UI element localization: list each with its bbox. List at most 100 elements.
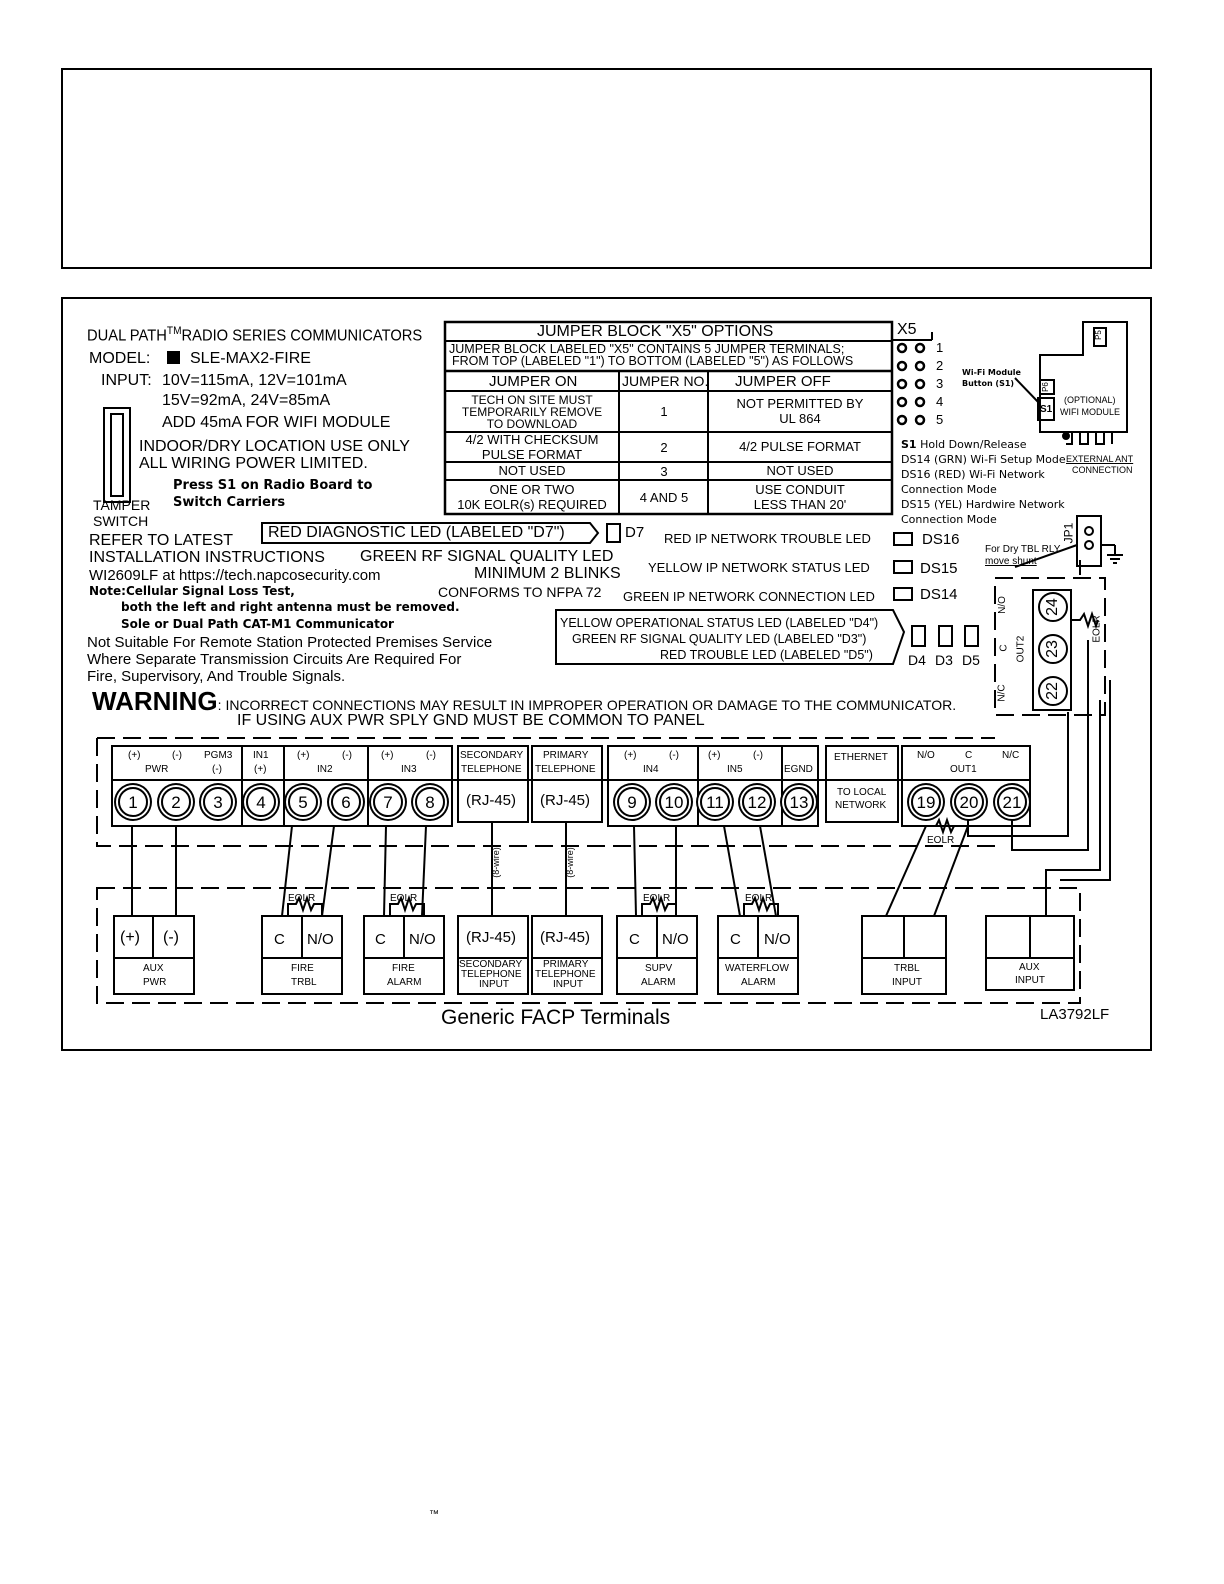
terminal-21[interactable]: 21	[997, 787, 1027, 817]
facp-fire-alarm-eolr: EOLR	[390, 893, 418, 904]
footer-tm: ™	[429, 1509, 439, 1520]
terminal-13[interactable]: 13	[784, 787, 814, 817]
terminal-header-name: IN5	[727, 764, 743, 775]
terminal-header-top: N/C	[1002, 750, 1020, 761]
press-s1-line2: Switch Carriers	[173, 495, 286, 510]
wifi-p6: P6	[1040, 382, 1050, 392]
terminal-header-top: (+)	[128, 750, 141, 761]
terminal-11[interactable]: 11	[700, 787, 730, 817]
facp-pri-tel-3: INPUT	[553, 979, 583, 990]
terminal-header-top: (-)	[426, 750, 436, 761]
tamper-label1: TAMPER	[93, 497, 151, 513]
terminal-7[interactable]: 7	[373, 787, 403, 817]
rj45-primary: (RJ-45)	[540, 792, 591, 809]
jumper-off-text: 4/2 PULSE FORMAT	[739, 439, 861, 454]
terminal-header-name: IN3	[401, 764, 417, 775]
terminal-20[interactable]: 20	[954, 787, 984, 817]
out1-eolr: EOLR	[927, 835, 955, 846]
terminal-header-top: (-)	[753, 750, 763, 761]
facp-supv-no: N/O	[662, 931, 689, 948]
facp-aux-input-2: INPUT	[1015, 975, 1045, 986]
facp-fire-alarm-c: C	[375, 931, 386, 948]
facp-supv-eolr: EOLR	[643, 893, 671, 904]
press-s1-line1: Press S1 on Radio Board to	[173, 478, 373, 493]
terminal-header-name: TELEPHONE	[461, 764, 522, 775]
jp1-label: JP1	[1061, 522, 1076, 544]
terminal-header-top: PGM3	[204, 750, 233, 761]
out2-terminal-22[interactable]: 22	[1038, 676, 1068, 706]
facp-aux-minus: (-)	[163, 929, 179, 946]
x5-label: X5	[897, 321, 917, 338]
jumper-intro1: JUMPER BLOCK LABELED "X5" CONTAINS 5 JUM…	[449, 342, 845, 356]
terminal-header-name: (-)	[212, 764, 222, 775]
facp-aux-plus: (+)	[120, 929, 140, 946]
jumper-intro2: FROM TOP (LABELED "1") TO BOTTOM (LABELE…	[452, 354, 854, 368]
terminal-header-top: (+)	[297, 750, 310, 761]
terminal-5[interactable]: 5	[288, 787, 318, 817]
green-ip-label: GREEN IP NETWORK CONNECTION LED	[623, 589, 875, 604]
terminal-4[interactable]: 4	[246, 787, 276, 817]
jumper-off-text: LESS THAN 20'	[753, 496, 847, 512]
terminal-header-name: TELEPHONE	[535, 764, 596, 775]
note-line3: Sole or Dual Path CAT-M1 Communicator	[121, 617, 394, 631]
jumper-on-text: PULSE FORMAT	[481, 446, 583, 462]
yellow-ip-label: YELLOW IP NETWORK STATUS LED	[648, 560, 870, 575]
terminal-6[interactable]: 6	[331, 787, 361, 817]
out2-terminal-24[interactable]: 24	[1038, 592, 1068, 622]
out2-c: C	[998, 644, 1010, 652]
terminal-12[interactable]: 12	[742, 787, 772, 817]
not-suitable-line2: Where Separate Transmission Circuits Are…	[87, 651, 462, 668]
wifi-s1-button[interactable]: S1	[1040, 404, 1053, 415]
model-name: SLE-MAX2-FIRE	[190, 350, 311, 367]
terminal-header-top: SECONDARY	[460, 750, 524, 761]
min-blinks-label: MINIMUM 2 BLINKS	[474, 565, 621, 582]
s1-hold-line: S1 Hold Down/Release	[901, 438, 1027, 451]
terminal-header-top: (-)	[669, 750, 679, 761]
terminal-header-top: IN1	[253, 750, 269, 761]
ds15-hardwire2: Connection Mode	[901, 513, 997, 526]
warning-text: : INCORRECT CONNECTIONS MAY RESULT IN IM…	[217, 697, 957, 713]
model-label: MODEL:	[89, 350, 151, 367]
note-line2: both the left and right antenna must be …	[121, 600, 460, 614]
terminal-header-name: IN4	[643, 764, 659, 775]
facp-waterflow-1: WATERFLOW	[725, 963, 789, 974]
indoor-line2: ALL WIRING POWER LIMITED.	[139, 455, 368, 472]
facp-pri-tel-1: PRIMARY	[543, 959, 589, 970]
out2-terminal-23[interactable]: 23	[1038, 634, 1068, 664]
out2-eolr: EOLR	[1091, 615, 1103, 643]
facp-sec-rj45: (RJ-45)	[466, 929, 517, 946]
wifi-add-note: ADD 45mA FOR WIFI MODULE	[162, 414, 391, 431]
terminal-2[interactable]: 2	[161, 787, 191, 817]
out2-label: OUT2	[1015, 635, 1027, 663]
facp-waterflow-2: ALARM	[741, 977, 776, 988]
eight-wire-primary: (8-wire)	[564, 847, 575, 878]
x5-pin-label: 1	[936, 340, 944, 355]
terminal-10[interactable]: 10	[659, 787, 689, 817]
jumper-table-title: JUMPER BLOCK "X5" OPTIONS	[537, 323, 774, 340]
jumper-no-text: 4 AND 5	[639, 489, 689, 505]
refer-line2: INSTALLATION INSTRUCTIONS	[89, 549, 325, 566]
part-number: LA3792LF	[1040, 1006, 1110, 1023]
jumper-off-text: UL 864	[779, 411, 821, 426]
jumper-on-text: TEMPORARILY REMOVE	[461, 405, 603, 419]
terminal-9[interactable]: 9	[617, 787, 647, 817]
facp-trbl-input-1: TRBL	[894, 963, 920, 974]
x5-pin-label: 3	[936, 376, 944, 391]
terminal-8[interactable]: 8	[415, 787, 445, 817]
terminal-1[interactable]: 1	[118, 787, 148, 817]
d5-label: D5	[962, 652, 980, 668]
terminal-header-top: PRIMARY	[543, 750, 589, 761]
refer-line3: WI2609LF at https://tech.napcosecurity.c…	[89, 567, 381, 584]
wifi-button-label2: Button (S1)	[962, 379, 1015, 388]
terminal-19[interactable]: 19	[911, 787, 941, 817]
facp-aux-input-1: AUX	[1019, 962, 1040, 973]
jumper-off-text: NOT USED	[766, 463, 834, 478]
x5-pin-label: 5	[936, 412, 944, 427]
jumper-on-text: 4/2 WITH CHECKSUM	[465, 431, 599, 447]
input-line1: 10V=115mA, 12V=101mA	[162, 372, 347, 389]
input-label: INPUT:	[101, 372, 152, 389]
wifi-button-label1: Wi-Fi Module	[962, 368, 1021, 377]
warning-line: WARNING: INCORRECT CONNECTIONS MAY RESUL…	[92, 688, 956, 714]
terminal-header-top: N/O	[917, 750, 935, 761]
terminal-3[interactable]: 3	[203, 787, 233, 817]
